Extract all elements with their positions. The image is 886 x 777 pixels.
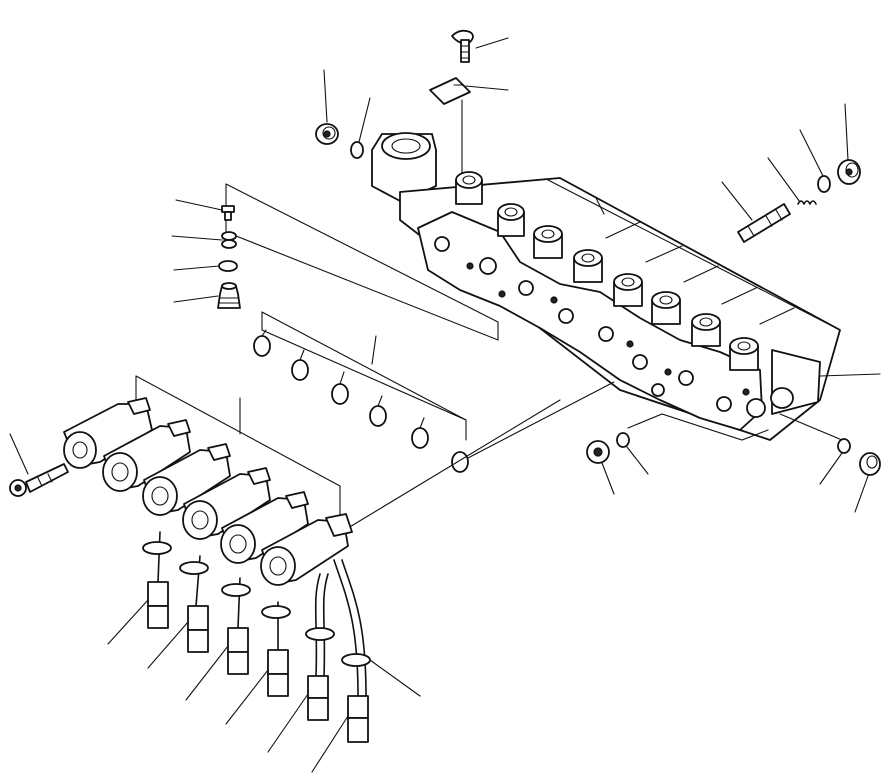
plug-top-right <box>837 159 861 185</box>
valve-body <box>371 132 841 441</box>
o-ring-set-ticks <box>261 329 425 429</box>
leader-spool <box>721 181 753 221</box>
sensor-screw <box>221 205 235 221</box>
o-ring-top-right <box>817 175 831 193</box>
guide-bottom-right <box>779 413 843 441</box>
plug-bottom-middle <box>586 440 610 464</box>
valve-port-8 <box>729 337 759 371</box>
leader-sensor-body <box>173 295 219 303</box>
leader-sensor-spring <box>171 235 223 241</box>
guide-solenoid-top <box>135 375 341 487</box>
sensor-spring <box>221 231 237 249</box>
o-ring-top-left <box>350 141 364 159</box>
guide-sensor-stack-top <box>225 183 499 323</box>
solenoid-6 <box>260 513 353 586</box>
solenoid-1 <box>63 397 153 469</box>
leader-spring <box>767 157 801 203</box>
solenoid-2 <box>102 419 191 492</box>
connector-1 <box>142 531 172 629</box>
leader-oring-bottom-right <box>819 452 843 485</box>
plug-top-left <box>315 123 339 145</box>
leader-oring-bottom-middle <box>626 446 649 475</box>
leader-connector-4 <box>225 669 269 725</box>
guide-solenoid-to-body <box>347 399 561 529</box>
leader-oring-set <box>371 335 377 365</box>
solenoid-4 <box>182 467 271 540</box>
connector-6 <box>333 559 371 743</box>
connector-2 <box>179 555 209 653</box>
valve-port-6 <box>651 291 681 325</box>
o-ring-bottom-right <box>837 438 851 454</box>
leader-mounting-bolt <box>9 433 29 475</box>
guide-oring-set <box>261 311 467 441</box>
leader-oring-top-right <box>799 129 824 177</box>
guide-bottom-middle <box>627 413 769 441</box>
leader-connector-3 <box>185 645 229 701</box>
valve-port-4 <box>573 249 603 283</box>
valve-port-2 <box>497 203 525 237</box>
leader-sensor-oring <box>173 265 220 271</box>
leader-oring-top-left <box>358 97 371 143</box>
connector-5 <box>305 573 335 721</box>
valve-port-1 <box>455 171 483 205</box>
leader-plug-bottom-right <box>854 475 869 513</box>
solenoid-3 <box>142 443 231 516</box>
solenoid-5 <box>220 491 309 564</box>
sensor-body <box>217 282 241 309</box>
leader-plug-top-left <box>323 69 328 123</box>
leader-plug-top-right <box>844 103 849 161</box>
guide-oring-to-body <box>467 381 615 459</box>
mounting-bolt <box>9 463 69 497</box>
guide-oring-set-top <box>261 311 467 421</box>
valve-port-3 <box>533 225 563 259</box>
leader-sensor-screw <box>175 199 223 211</box>
valve-port-7 <box>691 313 721 347</box>
guide-lines-body <box>547 177 881 377</box>
spring <box>797 200 817 205</box>
nameplate <box>429 77 471 105</box>
leader-connector-2 <box>147 621 189 669</box>
leader-plate <box>465 85 509 91</box>
o-ring-bottom-middle <box>616 432 630 448</box>
leader-clamp-6 <box>369 659 421 697</box>
leader-connector-5 <box>267 693 309 753</box>
valve-port-5 <box>613 273 643 307</box>
leader-plug-bottom-middle <box>601 462 615 495</box>
connector-4 <box>261 601 291 697</box>
connector-3 <box>221 577 251 675</box>
plug-bottom-right <box>859 452 881 476</box>
leader-connector-1 <box>107 599 149 645</box>
top-bolt <box>451 29 474 63</box>
leader-connector-6 <box>311 715 349 773</box>
leader-bolt <box>475 37 509 49</box>
sensor-o-ring <box>218 260 238 272</box>
valve-spool <box>737 203 791 243</box>
o-ring-set <box>253 335 469 473</box>
